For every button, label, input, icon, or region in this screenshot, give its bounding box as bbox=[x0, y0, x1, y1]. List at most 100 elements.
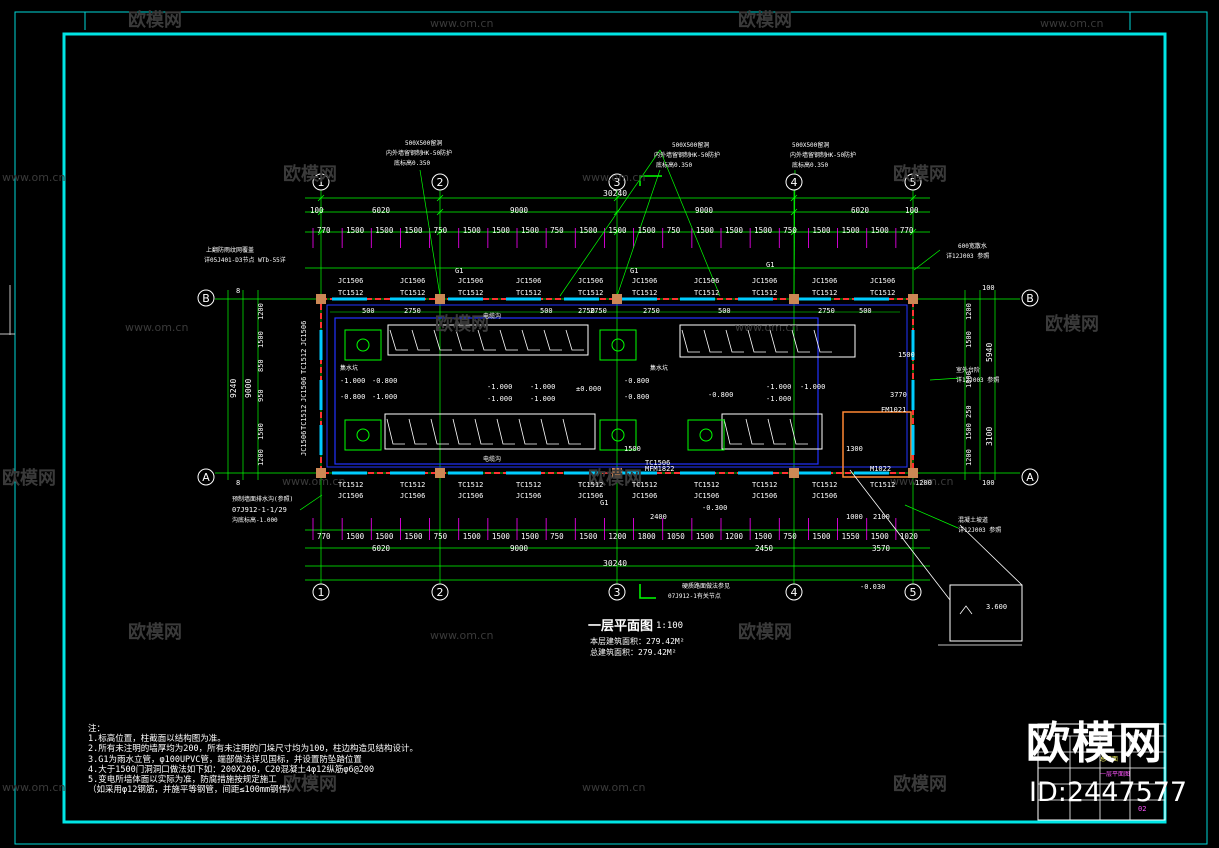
dimension-top: 9000 bbox=[695, 206, 714, 215]
dimension-overall: 30240 bbox=[603, 559, 628, 568]
dimension-detail: 1500 bbox=[579, 532, 598, 541]
dimension-detail: 1020 bbox=[899, 532, 918, 541]
level-mark: -1.000 bbox=[487, 383, 513, 391]
dimension-inner: 500 bbox=[718, 307, 731, 315]
dimension-opening: 1200 bbox=[915, 479, 932, 487]
dimension-right: 100 bbox=[982, 479, 995, 487]
window-tag: JC1506 bbox=[516, 277, 542, 285]
transformer-block bbox=[344, 329, 382, 361]
window-tag: JC1506 bbox=[400, 492, 426, 500]
dimension-detail: 750 bbox=[783, 532, 797, 541]
watermark-text: 欧模网 bbox=[283, 164, 337, 185]
dimension-right: 100 bbox=[982, 284, 995, 292]
dimension-tick bbox=[317, 228, 325, 236]
dimension-right: 3100 bbox=[985, 426, 994, 446]
window-tag: JC1506 bbox=[300, 320, 308, 346]
dimension-left: 1500 bbox=[257, 423, 265, 440]
bottom-left-note: 沟底标高-1.000 bbox=[232, 517, 278, 524]
dimension-detail: 1800 bbox=[637, 532, 656, 541]
dimension-detail: 1500 bbox=[491, 226, 510, 235]
axis-bubble: B bbox=[197, 289, 215, 307]
dimension-detail: 1500 bbox=[346, 226, 365, 235]
dimension-detail: 1500 bbox=[812, 226, 831, 235]
roof-elevation-box bbox=[849, 469, 1023, 646]
level-tag: -0.030 bbox=[860, 583, 886, 591]
level-mark: -1.000 bbox=[766, 383, 792, 391]
dimension-detail: 1500 bbox=[870, 226, 889, 235]
dimension-right: 1500 bbox=[965, 423, 973, 440]
leader-line bbox=[913, 249, 941, 271]
dimension-detail: 750 bbox=[433, 226, 448, 235]
window-tag: JC1506 bbox=[578, 492, 604, 500]
window-tag: TC1512 bbox=[632, 481, 658, 489]
right-top-note: 600宽散水 bbox=[958, 243, 987, 250]
drawing-scale: 1:100 bbox=[656, 621, 684, 631]
downpipe-tag: G1 bbox=[600, 499, 609, 507]
watermark-text: 欧模网 bbox=[128, 10, 182, 31]
dimension-inner: 2750 bbox=[590, 307, 607, 315]
dimension-top: 100 bbox=[310, 206, 324, 215]
title-block-cell: 总平面 bbox=[1100, 756, 1119, 763]
svg-text:4: 4 bbox=[791, 176, 798, 189]
watermark-url: www.om.cn bbox=[2, 171, 66, 184]
dimension-opening: 1000 bbox=[846, 513, 863, 521]
watermark-text: 欧模网 bbox=[738, 10, 792, 31]
level-mark: -1.000 bbox=[530, 383, 556, 391]
dimension-detail: 1500 bbox=[404, 532, 423, 541]
dimension-tick bbox=[790, 228, 798, 236]
structural-column bbox=[316, 294, 326, 304]
dimension-detail: 1500 bbox=[579, 226, 598, 235]
level-mark: -1.000 bbox=[340, 377, 366, 385]
structural-column bbox=[316, 468, 326, 478]
dimension-detail: 770 bbox=[899, 226, 914, 235]
structural-column bbox=[435, 294, 445, 304]
dimension-detail: 1500 bbox=[870, 532, 889, 541]
note-line: 3.G1为雨水立管，φ100UPVC管，端部做法详见国标，并设置防坠踏位置 bbox=[88, 754, 362, 765]
window-tag: TC1512 bbox=[300, 404, 308, 430]
axis-bubble: 1 bbox=[312, 583, 330, 601]
hole-note-label: 底标高0.350 bbox=[656, 162, 693, 169]
dimension-left: 1200 bbox=[257, 303, 265, 320]
dimension-bottom: 2450 bbox=[755, 544, 774, 553]
dimension-detail: 1050 bbox=[666, 532, 685, 541]
leader-line bbox=[559, 149, 661, 297]
dimension-detail: 770 bbox=[317, 226, 331, 235]
dimension-detail: 1500 bbox=[754, 532, 773, 541]
dimension-detail: 770 bbox=[317, 532, 331, 541]
equipment-row bbox=[387, 324, 589, 356]
downpipe-tag: G1 bbox=[455, 267, 464, 275]
hole-note-label: 底标高0.350 bbox=[792, 162, 829, 169]
window-tag: JC1506 bbox=[632, 277, 658, 285]
dimension-tick bbox=[790, 208, 798, 216]
leader-line bbox=[419, 169, 441, 297]
watermark-url: www.om.cn bbox=[2, 781, 66, 794]
downpipe-tag: G1 bbox=[766, 261, 775, 269]
pit-label: 集水坑 bbox=[650, 365, 669, 372]
dimension-tick bbox=[317, 208, 325, 216]
window-tag: JC1506 bbox=[752, 492, 778, 500]
axis-bubble: 3 bbox=[608, 173, 626, 191]
dimension-detail: 1500 bbox=[637, 226, 656, 235]
svg-text:3: 3 bbox=[614, 176, 621, 189]
door-tag: TC1506 bbox=[645, 459, 671, 467]
dimension-tick bbox=[436, 208, 444, 216]
leader-line bbox=[793, 169, 796, 297]
bottom-center-note: 硬质路面做法参见 bbox=[682, 583, 731, 590]
section-mark bbox=[639, 584, 656, 599]
section-mark bbox=[639, 175, 662, 186]
dimension-detail: 1500 bbox=[491, 532, 510, 541]
dimension-left: 1500 bbox=[257, 331, 265, 348]
trench-label: 电缆沟 bbox=[483, 313, 502, 320]
dimension-detail: 1500 bbox=[375, 226, 394, 235]
note-line: （如采用φ12钢筋，并施平等钢管，间距≤100mm钢件） bbox=[88, 785, 296, 796]
window-tag: TC1512 bbox=[694, 289, 720, 297]
axis-bubble: 5 bbox=[904, 173, 922, 191]
axis-bubble: 3 bbox=[608, 583, 626, 601]
level-mark: -0.800 bbox=[624, 393, 650, 401]
right-bot-note: 详12J003 参照 bbox=[958, 527, 1002, 534]
structural-column bbox=[908, 294, 918, 304]
watermark-url: www.om.cn bbox=[125, 321, 189, 334]
floor-level: ±0.000 bbox=[576, 385, 602, 393]
note-line: 2.所有未注明的墙厚均为200，所有未注明的门垛尺寸均为100，柱边构造见结构设… bbox=[88, 744, 418, 755]
dimension-right: 1200 bbox=[965, 303, 973, 320]
